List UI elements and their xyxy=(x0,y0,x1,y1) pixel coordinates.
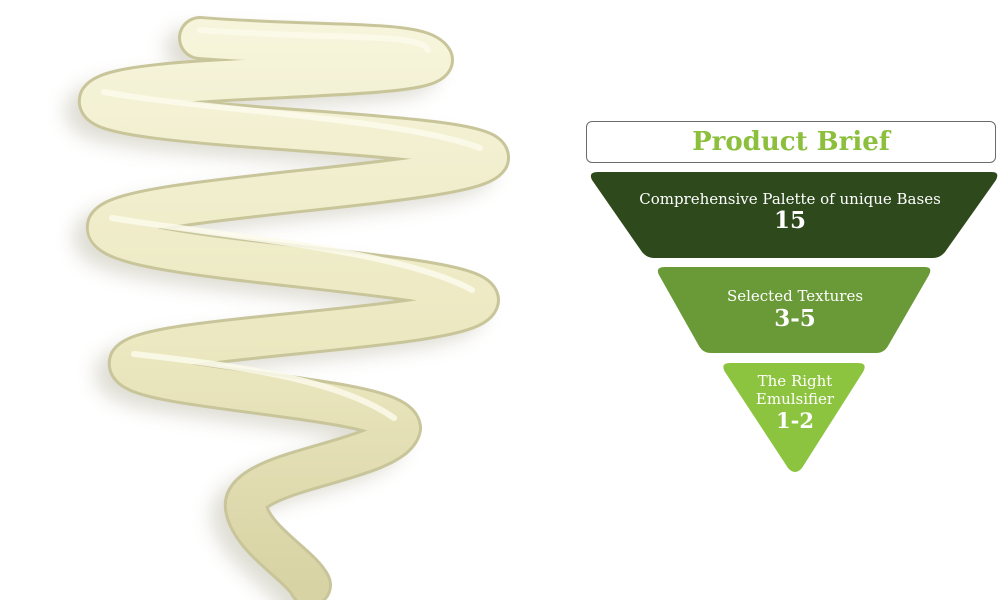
funnel-level-3-shape xyxy=(723,363,865,472)
funnel-level-1-label: Comprehensive Palette of unique Bases xyxy=(639,190,941,208)
funnel-level-2-label: Selected Textures xyxy=(726,287,864,305)
funnel-level-1: Comprehensive Palette of unique Bases 15 xyxy=(590,190,990,234)
product-brief-header: Product Brief xyxy=(586,121,996,163)
funnel-level-1-shape xyxy=(590,172,998,258)
funnel-level-2: Selected Textures 3-5 xyxy=(660,287,930,333)
funnel-level-2-shape xyxy=(657,267,931,353)
funnel-level-3-value: 1-2 xyxy=(776,408,814,433)
funnel-level-3: The Right Emulsifier 1-2 xyxy=(735,372,855,434)
funnel-diagram xyxy=(590,172,998,472)
page-title: Product Brief xyxy=(692,127,890,157)
cheese-stick xyxy=(78,16,510,600)
funnel-level-1-value: 15 xyxy=(773,207,806,234)
funnel-level-3-label: The Right Emulsifier xyxy=(755,372,835,408)
string-cheese-photo xyxy=(65,16,510,600)
funnel-level-2-value: 3-5 xyxy=(774,305,816,332)
